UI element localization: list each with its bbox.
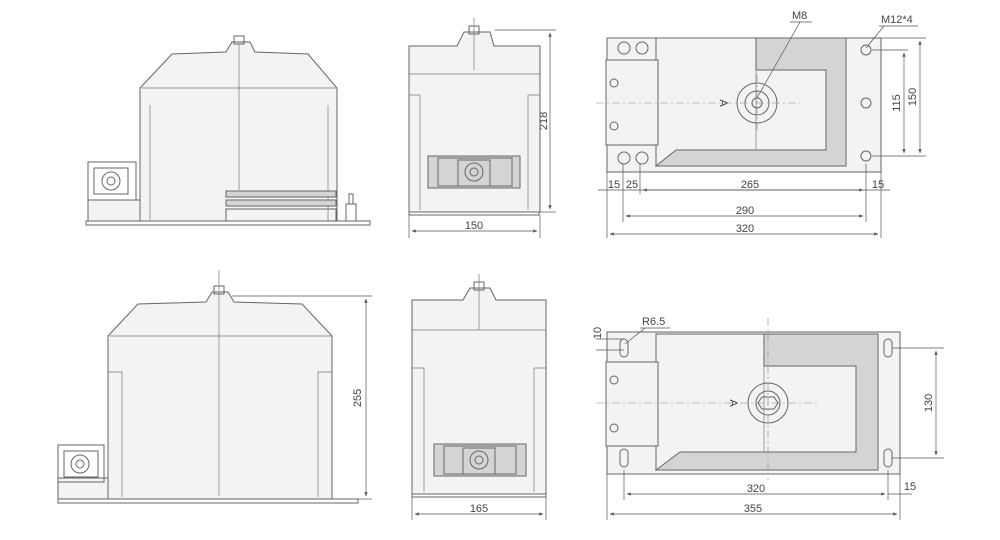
upper-plan-vert-150: 150	[907, 88, 919, 106]
lower-plan-span-320: 320	[747, 483, 765, 495]
upper-side-width-label: 150	[465, 220, 483, 232]
upper-plan-mount-label: M12*4	[881, 14, 913, 26]
lower-plan-total-355: 355	[744, 503, 762, 515]
lower-plan-radius-label: R6.5	[642, 316, 665, 328]
upper-plan-arrow-label: A	[717, 99, 729, 107]
upper-plan-bolt-label: M8	[792, 10, 807, 22]
upper-side-view: 150 218	[408, 18, 556, 238]
lower-side-width-label: 165	[470, 503, 488, 515]
lower-plan-arrow-label: A	[727, 399, 739, 407]
upper-plan-left-15: 15	[608, 179, 620, 191]
upper-plan-right-15: 15	[872, 179, 884, 191]
upper-front-view	[85, 35, 371, 226]
upper-plan-span-265: 265	[741, 179, 759, 191]
lower-plan-view: A R6.5 10 320 15 355 130	[592, 316, 944, 520]
lower-front-view: 255	[57, 270, 372, 504]
lower-side-view: 165	[411, 274, 547, 520]
upper-side-height-label: 218	[538, 112, 550, 130]
upper-plan-span-290: 290	[736, 205, 754, 217]
lower-plan-top-10: 10	[592, 327, 604, 339]
upper-plan-total-320: 320	[736, 223, 754, 235]
upper-plan-vert-115: 115	[891, 94, 903, 112]
upper-plan-view: A M8 M12*4 15 25 265 15 290 320 115 150	[596, 10, 926, 238]
upper-plan-left-25: 25	[626, 179, 638, 191]
lower-plan-vert-130: 130	[923, 394, 935, 412]
lower-front-height-label: 255	[352, 389, 364, 407]
lower-plan-right-15: 15	[904, 481, 916, 493]
